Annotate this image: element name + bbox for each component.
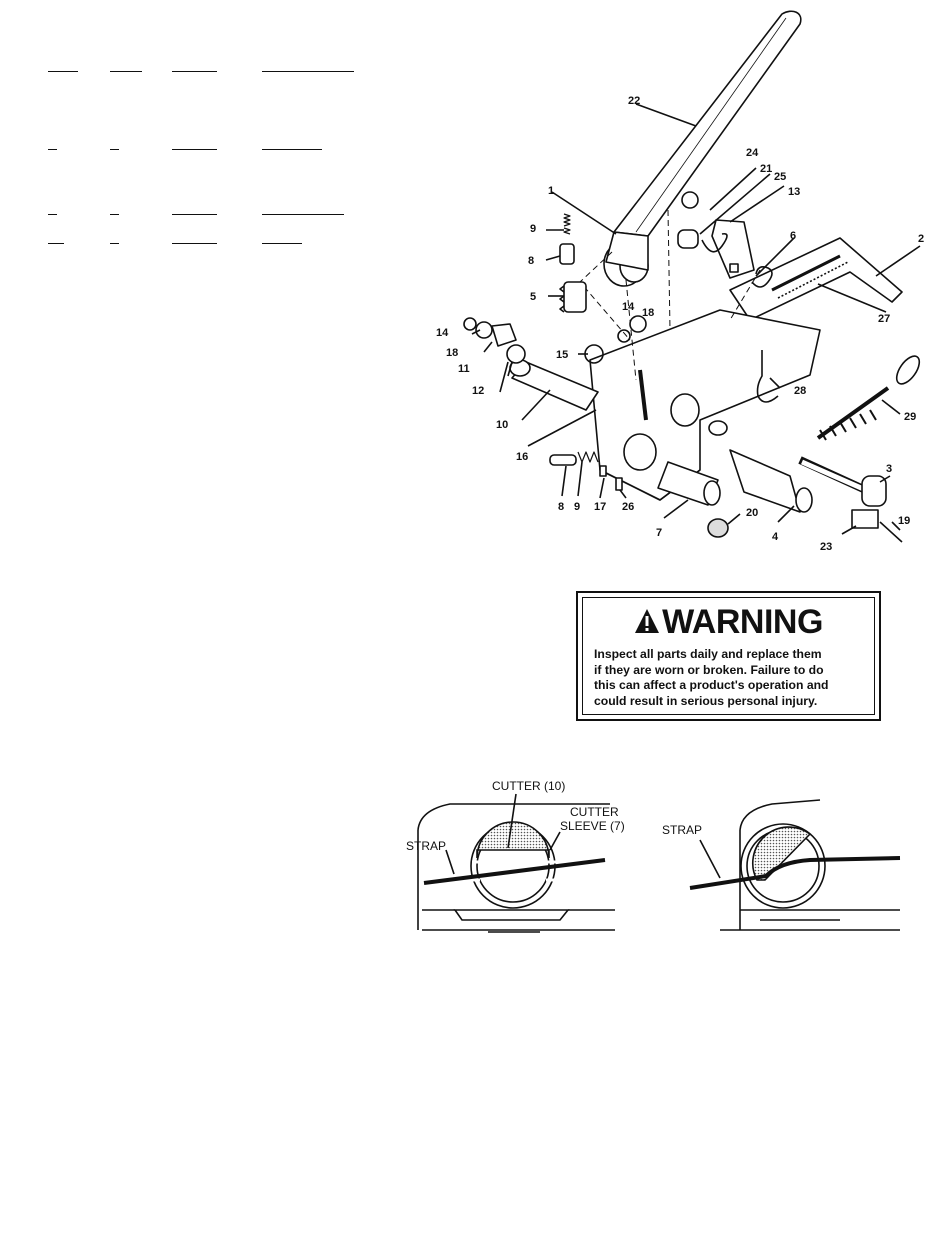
callout-8-bottom: 8 <box>558 501 564 513</box>
callout-18-right: 18 <box>642 307 654 319</box>
warning-title-text: WARNING <box>662 603 823 641</box>
rule-line <box>172 149 217 150</box>
callout-14-left: 14 <box>436 327 449 339</box>
rule-line <box>110 149 119 150</box>
callout-9-bottom: 9 <box>574 501 580 513</box>
callout-29: 29 <box>904 411 916 423</box>
strap-label-right: STRAP <box>662 823 702 837</box>
rule-line <box>110 71 142 72</box>
callout-16: 16 <box>516 451 528 463</box>
callout-12: 12 <box>472 385 484 397</box>
warning-border <box>582 597 875 715</box>
callout-7: 7 <box>656 527 662 539</box>
callout-2: 2 <box>918 233 924 245</box>
callout-6: 6 <box>790 230 796 242</box>
callout-13: 13 <box>788 186 800 198</box>
exploded-parts-diagram: 22 24 21 25 13 1 9 6 2 8 5 14 18 27 14 1… <box>436 10 924 553</box>
callout-22: 22 <box>628 95 640 107</box>
callout-9-top: 9 <box>530 223 536 235</box>
sleeve-label-line1: CUTTER <box>570 805 619 819</box>
warning-line: could result in serious personal injury. <box>594 693 818 708</box>
rule-line <box>262 214 344 215</box>
callout-1: 1 <box>548 185 554 197</box>
callout-14-right: 14 <box>622 301 635 313</box>
callout-23: 23 <box>820 541 832 553</box>
callout-19: 19 <box>898 515 910 527</box>
rule-line <box>48 71 78 72</box>
callout-26: 26 <box>622 501 634 513</box>
callout-25: 25 <box>774 171 786 183</box>
callout-8-top: 8 <box>528 255 534 267</box>
warning-message: Inspect all parts daily and replace them… <box>594 647 869 709</box>
callout-5: 5 <box>530 291 536 303</box>
warning-line: if they are worn or broken. Failure to d… <box>594 662 824 677</box>
rule-line <box>48 243 64 244</box>
warning-title: WARNING <box>578 603 879 641</box>
callout-27: 27 <box>878 313 890 325</box>
callout-4: 4 <box>772 531 779 543</box>
callout-11: 11 <box>458 363 470 375</box>
sleeve-label-line2: SLEEVE (7) <box>560 819 625 833</box>
cutter-label: CUTTER (10) <box>492 779 565 793</box>
callout-18-left: 18 <box>446 347 458 359</box>
rule-line <box>110 243 119 244</box>
strap-label-left: STRAP <box>406 839 446 853</box>
callout-21: 21 <box>760 163 772 175</box>
warning-line: this can affect a product's operation an… <box>594 678 829 692</box>
rule-line <box>172 71 217 72</box>
warning-triangle-icon <box>635 609 660 634</box>
rule-line <box>262 71 354 72</box>
rule-line <box>262 243 302 244</box>
callout-24: 24 <box>746 147 759 159</box>
rule-line <box>172 243 217 244</box>
rule-line <box>48 214 57 215</box>
callout-28: 28 <box>794 385 806 397</box>
rule-line <box>262 149 322 150</box>
rule-line <box>172 214 217 215</box>
warning-line: Inspect all parts daily and replace them <box>594 647 822 661</box>
callout-15: 15 <box>556 349 568 361</box>
cutter-figure-before <box>417 793 615 933</box>
cutter-figure-after <box>689 799 901 931</box>
callout-20: 20 <box>746 507 758 519</box>
cutter-strap-figures: CUTTER (10) CUTTER SLEEVE (7) STRAP STRA… <box>406 779 901 933</box>
rule-line <box>48 149 57 150</box>
callout-17: 17 <box>594 501 606 513</box>
callout-10: 10 <box>496 419 508 431</box>
warning-box: WARNING Inspect all parts daily and repl… <box>576 591 881 721</box>
callout-3: 3 <box>886 463 892 475</box>
rule-line <box>110 214 119 215</box>
